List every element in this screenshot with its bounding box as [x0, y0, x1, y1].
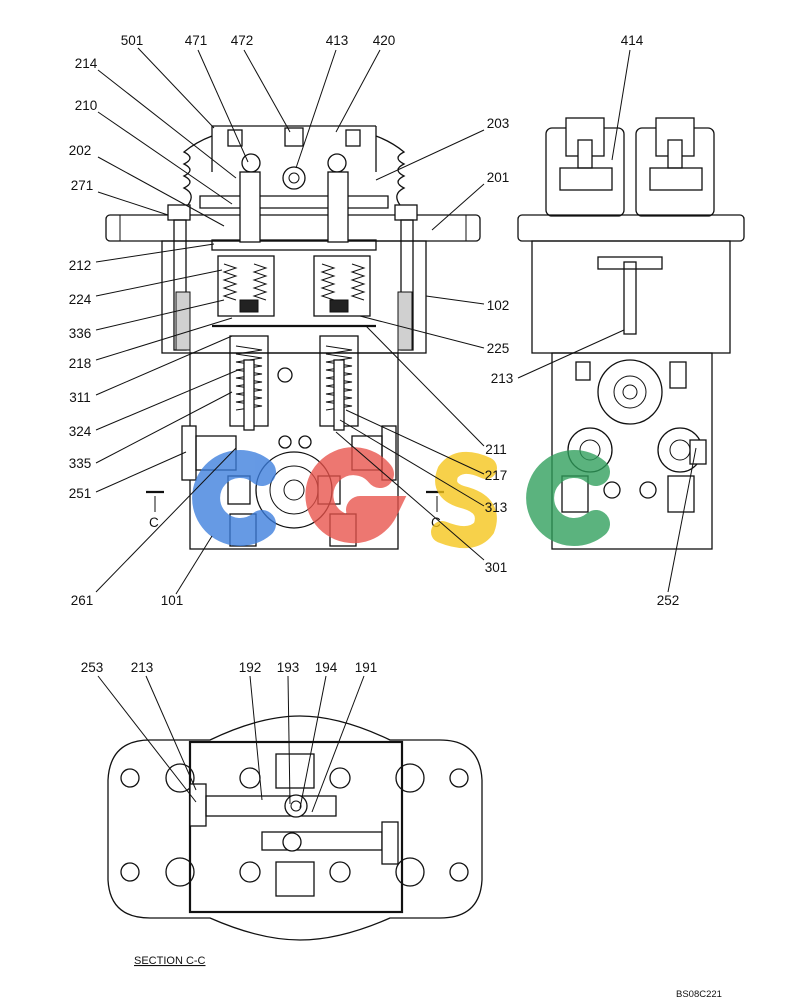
callout-194: 194 — [315, 660, 338, 675]
callout-193: 193 — [277, 660, 300, 675]
watermark-letter-c — [192, 450, 276, 546]
callout-213-side: 213 — [491, 371, 514, 386]
callout-471: 471 — [185, 33, 208, 48]
callout-101: 101 — [161, 593, 184, 608]
callout-224: 224 — [69, 292, 92, 307]
callout-213-section: 213 — [131, 660, 154, 675]
callout-225: 225 — [487, 341, 510, 356]
callout-252: 252 — [657, 593, 680, 608]
front-section-view: C C — [105, 125, 481, 550]
callout-472: 472 — [231, 33, 254, 48]
callout-202: 202 — [69, 143, 92, 158]
callout-335: 335 — [69, 456, 92, 471]
callout-301: 301 — [485, 560, 508, 575]
callout-210: 210 — [75, 98, 98, 113]
callout-214: 214 — [75, 56, 98, 71]
section-mark-right: C — [431, 515, 441, 530]
callout-211: 211 — [485, 442, 507, 457]
flange — [105, 214, 481, 242]
callout-labels: 501 471 472 413 420 414 214 210 202 271 … — [69, 33, 680, 675]
callout-192: 192 — [239, 660, 262, 675]
callout-212: 212 — [69, 258, 92, 273]
callout-253: 253 — [81, 660, 104, 675]
side-flange — [517, 214, 745, 242]
callout-414: 414 — [621, 33, 644, 48]
callout-271: 271 — [71, 178, 94, 193]
callout-217: 217 — [485, 468, 508, 483]
leader-lines — [95, 47, 697, 813]
boot-left — [182, 135, 213, 206]
pusher-right — [327, 171, 349, 243]
callout-218: 218 — [69, 356, 92, 371]
side-upper-body — [531, 240, 731, 354]
callout-413: 413 — [326, 33, 349, 48]
watermark-letter-s — [431, 451, 497, 549]
section-c-c-view: SECTION C-C — [107, 715, 483, 967]
watermark-letter-c2 — [526, 450, 610, 546]
side-view — [517, 117, 745, 550]
watermark-cgsc — [192, 447, 610, 549]
side-lower-body — [551, 352, 713, 550]
callout-201: 201 — [487, 170, 510, 185]
callout-261: 261 — [71, 593, 94, 608]
cover — [211, 125, 377, 172]
callout-313: 313 — [485, 500, 508, 515]
callout-251: 251 — [69, 486, 92, 501]
callout-191: 191 — [355, 660, 378, 675]
casing-102 — [161, 240, 427, 354]
section-mark-left: C — [149, 515, 159, 530]
callout-420: 420 — [373, 33, 396, 48]
section-body — [188, 740, 404, 914]
callout-324: 324 — [69, 424, 92, 439]
callout-501: 501 — [121, 33, 144, 48]
drawing-code: BS08C221 — [676, 989, 722, 1000]
pusher-left — [239, 171, 261, 243]
disc-plate — [199, 195, 389, 209]
boot-right — [375, 135, 406, 206]
callout-336: 336 — [69, 326, 92, 341]
universal-joint — [282, 166, 306, 190]
section-flange-outline — [107, 715, 483, 941]
section-caption: SECTION C-C — [134, 955, 206, 967]
watermark-letter-g — [305, 447, 407, 544]
callout-311: 311 — [69, 390, 91, 405]
callout-102: 102 — [487, 298, 510, 313]
callout-203: 203 — [487, 116, 510, 131]
